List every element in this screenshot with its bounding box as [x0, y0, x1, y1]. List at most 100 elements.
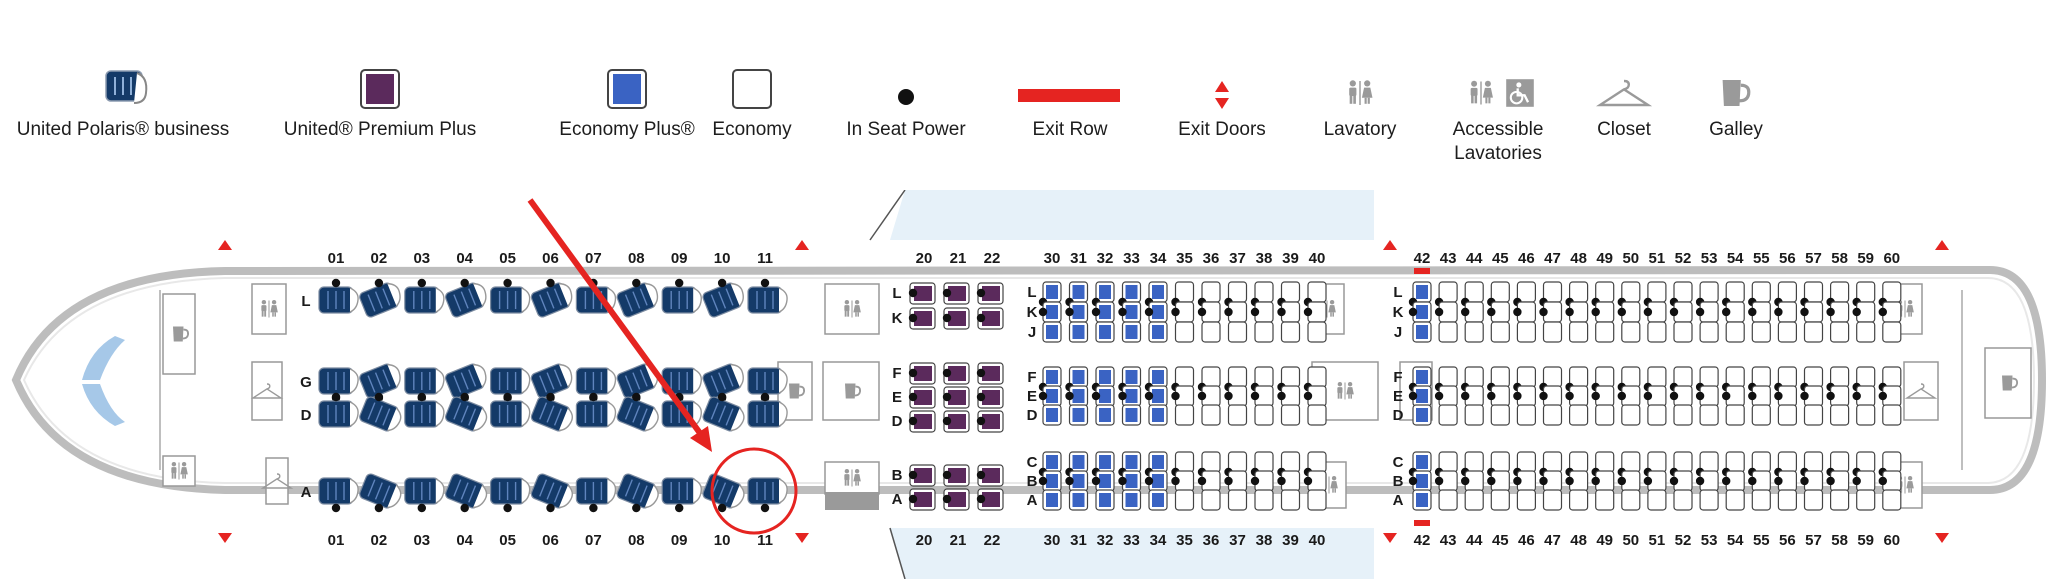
- seat-polaris[interactable]: [701, 396, 747, 435]
- seat-economy[interactable]: [1725, 489, 1745, 511]
- seat-economy[interactable]: [1725, 404, 1745, 426]
- seat-economy[interactable]: [1254, 321, 1274, 343]
- seat-polaris[interactable]: [318, 400, 359, 428]
- seat-economy[interactable]: [1438, 321, 1458, 343]
- seat-polaris[interactable]: [747, 400, 788, 428]
- seat-economy[interactable]: [1829, 404, 1850, 426]
- seat-polaris[interactable]: [444, 473, 490, 512]
- seat-polaris[interactable]: [490, 400, 531, 428]
- seat-economy[interactable]: [1647, 321, 1667, 343]
- seat-economy[interactable]: [1595, 489, 1615, 511]
- seat-economy[interactable]: [1725, 321, 1745, 343]
- seat-polaris[interactable]: [444, 361, 490, 400]
- seat-economy[interactable]: [1201, 321, 1221, 343]
- seat-economy[interactable]: [1803, 489, 1824, 511]
- seat-economy[interactable]: [1201, 404, 1221, 426]
- seat-polaris[interactable]: [490, 286, 531, 314]
- seat-polaris[interactable]: [530, 396, 576, 435]
- seat-economy[interactable]: [1699, 404, 1719, 426]
- seat-polaris[interactable]: [747, 477, 788, 505]
- seat-economy[interactable]: [1673, 404, 1693, 426]
- seat-economy[interactable]: [1673, 489, 1693, 511]
- seat-polaris[interactable]: [616, 361, 662, 400]
- seat-polaris[interactable]: [404, 400, 445, 428]
- seat-polaris[interactable]: [701, 361, 747, 400]
- seat-polaris[interactable]: [530, 473, 576, 512]
- seat-economy[interactable]: [1699, 321, 1719, 343]
- seat-economy[interactable]: [1568, 404, 1589, 426]
- seat-polaris[interactable]: [318, 286, 359, 314]
- seat-economy[interactable]: [1464, 404, 1484, 426]
- seat-economy[interactable]: [1516, 404, 1537, 426]
- seat-economy[interactable]: [1174, 321, 1195, 343]
- seat-economy[interactable]: [1856, 404, 1876, 426]
- seat-polaris[interactable]: [358, 396, 404, 435]
- seat-economy[interactable]: [1856, 489, 1876, 511]
- seat-polaris[interactable]: [575, 286, 617, 314]
- seat-economy[interactable]: [1201, 489, 1221, 511]
- seat-economy[interactable]: [1227, 404, 1248, 426]
- seat-polaris[interactable]: [404, 477, 445, 505]
- seat-economy[interactable]: [1882, 489, 1902, 511]
- seat-economy[interactable]: [1464, 321, 1484, 343]
- seat-polaris[interactable]: [530, 361, 576, 400]
- seat-economy[interactable]: [1464, 489, 1484, 511]
- seat-economy[interactable]: [1542, 321, 1563, 343]
- seat-economy[interactable]: [1174, 404, 1195, 426]
- seat-economy[interactable]: [1490, 404, 1510, 426]
- seat-polaris[interactable]: [358, 361, 404, 400]
- seat-economy[interactable]: [1490, 489, 1510, 511]
- seat-economy[interactable]: [1438, 489, 1458, 511]
- seat-economy[interactable]: [1777, 489, 1798, 511]
- seat-economy[interactable]: [1595, 321, 1615, 343]
- seat-economy[interactable]: [1280, 404, 1301, 426]
- seat-economy[interactable]: [1280, 321, 1301, 343]
- seat-polaris[interactable]: [575, 367, 617, 395]
- seat-economy[interactable]: [1254, 489, 1274, 511]
- seat-polaris[interactable]: [701, 280, 747, 319]
- seat-economy[interactable]: [1227, 321, 1248, 343]
- seat-economy[interactable]: [1227, 489, 1248, 511]
- seat-polaris[interactable]: [404, 367, 445, 395]
- seat-economy[interactable]: [1647, 489, 1667, 511]
- seat-economy[interactable]: [1699, 489, 1719, 511]
- seat-economy[interactable]: [1882, 404, 1902, 426]
- seat-polaris[interactable]: [358, 473, 404, 512]
- seat-economy[interactable]: [1621, 404, 1641, 426]
- seat-economy[interactable]: [1307, 321, 1327, 343]
- seat-polaris[interactable]: [616, 473, 662, 512]
- seat-economy[interactable]: [1307, 489, 1327, 511]
- seat-economy[interactable]: [1568, 321, 1589, 343]
- seat-polaris[interactable]: [616, 280, 662, 319]
- seat-economy[interactable]: [1751, 489, 1771, 511]
- seat-economy[interactable]: [1829, 489, 1850, 511]
- seat-economy[interactable]: [1174, 489, 1195, 511]
- seat-economy[interactable]: [1595, 404, 1615, 426]
- seat-economy[interactable]: [1254, 404, 1274, 426]
- seat-economy[interactable]: [1856, 321, 1876, 343]
- seat-economy[interactable]: [1751, 404, 1771, 426]
- seat-economy[interactable]: [1803, 404, 1824, 426]
- seat-polaris[interactable]: [747, 286, 788, 314]
- seat-polaris[interactable]: [404, 286, 445, 314]
- seat-economy[interactable]: [1307, 404, 1327, 426]
- seat-economy[interactable]: [1490, 321, 1510, 343]
- seat-polaris[interactable]: [318, 477, 359, 505]
- seat-polaris[interactable]: [575, 477, 617, 505]
- seat-polaris[interactable]: [575, 400, 617, 428]
- seat-polaris[interactable]: [661, 286, 702, 314]
- seat-polaris[interactable]: [530, 280, 576, 319]
- seat-economy[interactable]: [1542, 404, 1563, 426]
- seat-economy[interactable]: [1568, 489, 1589, 511]
- seat-economy[interactable]: [1516, 321, 1537, 343]
- seat-economy[interactable]: [1751, 321, 1771, 343]
- seat-economy[interactable]: [1542, 489, 1563, 511]
- seat-polaris[interactable]: [444, 396, 490, 435]
- seat-polaris[interactable]: [318, 367, 359, 395]
- seat-polaris[interactable]: [490, 367, 531, 395]
- seat-polaris[interactable]: [747, 367, 788, 395]
- seat-economy[interactable]: [1621, 489, 1641, 511]
- seat-economy[interactable]: [1829, 321, 1850, 343]
- seat-economy[interactable]: [1621, 321, 1641, 343]
- seat-polaris[interactable]: [661, 477, 702, 505]
